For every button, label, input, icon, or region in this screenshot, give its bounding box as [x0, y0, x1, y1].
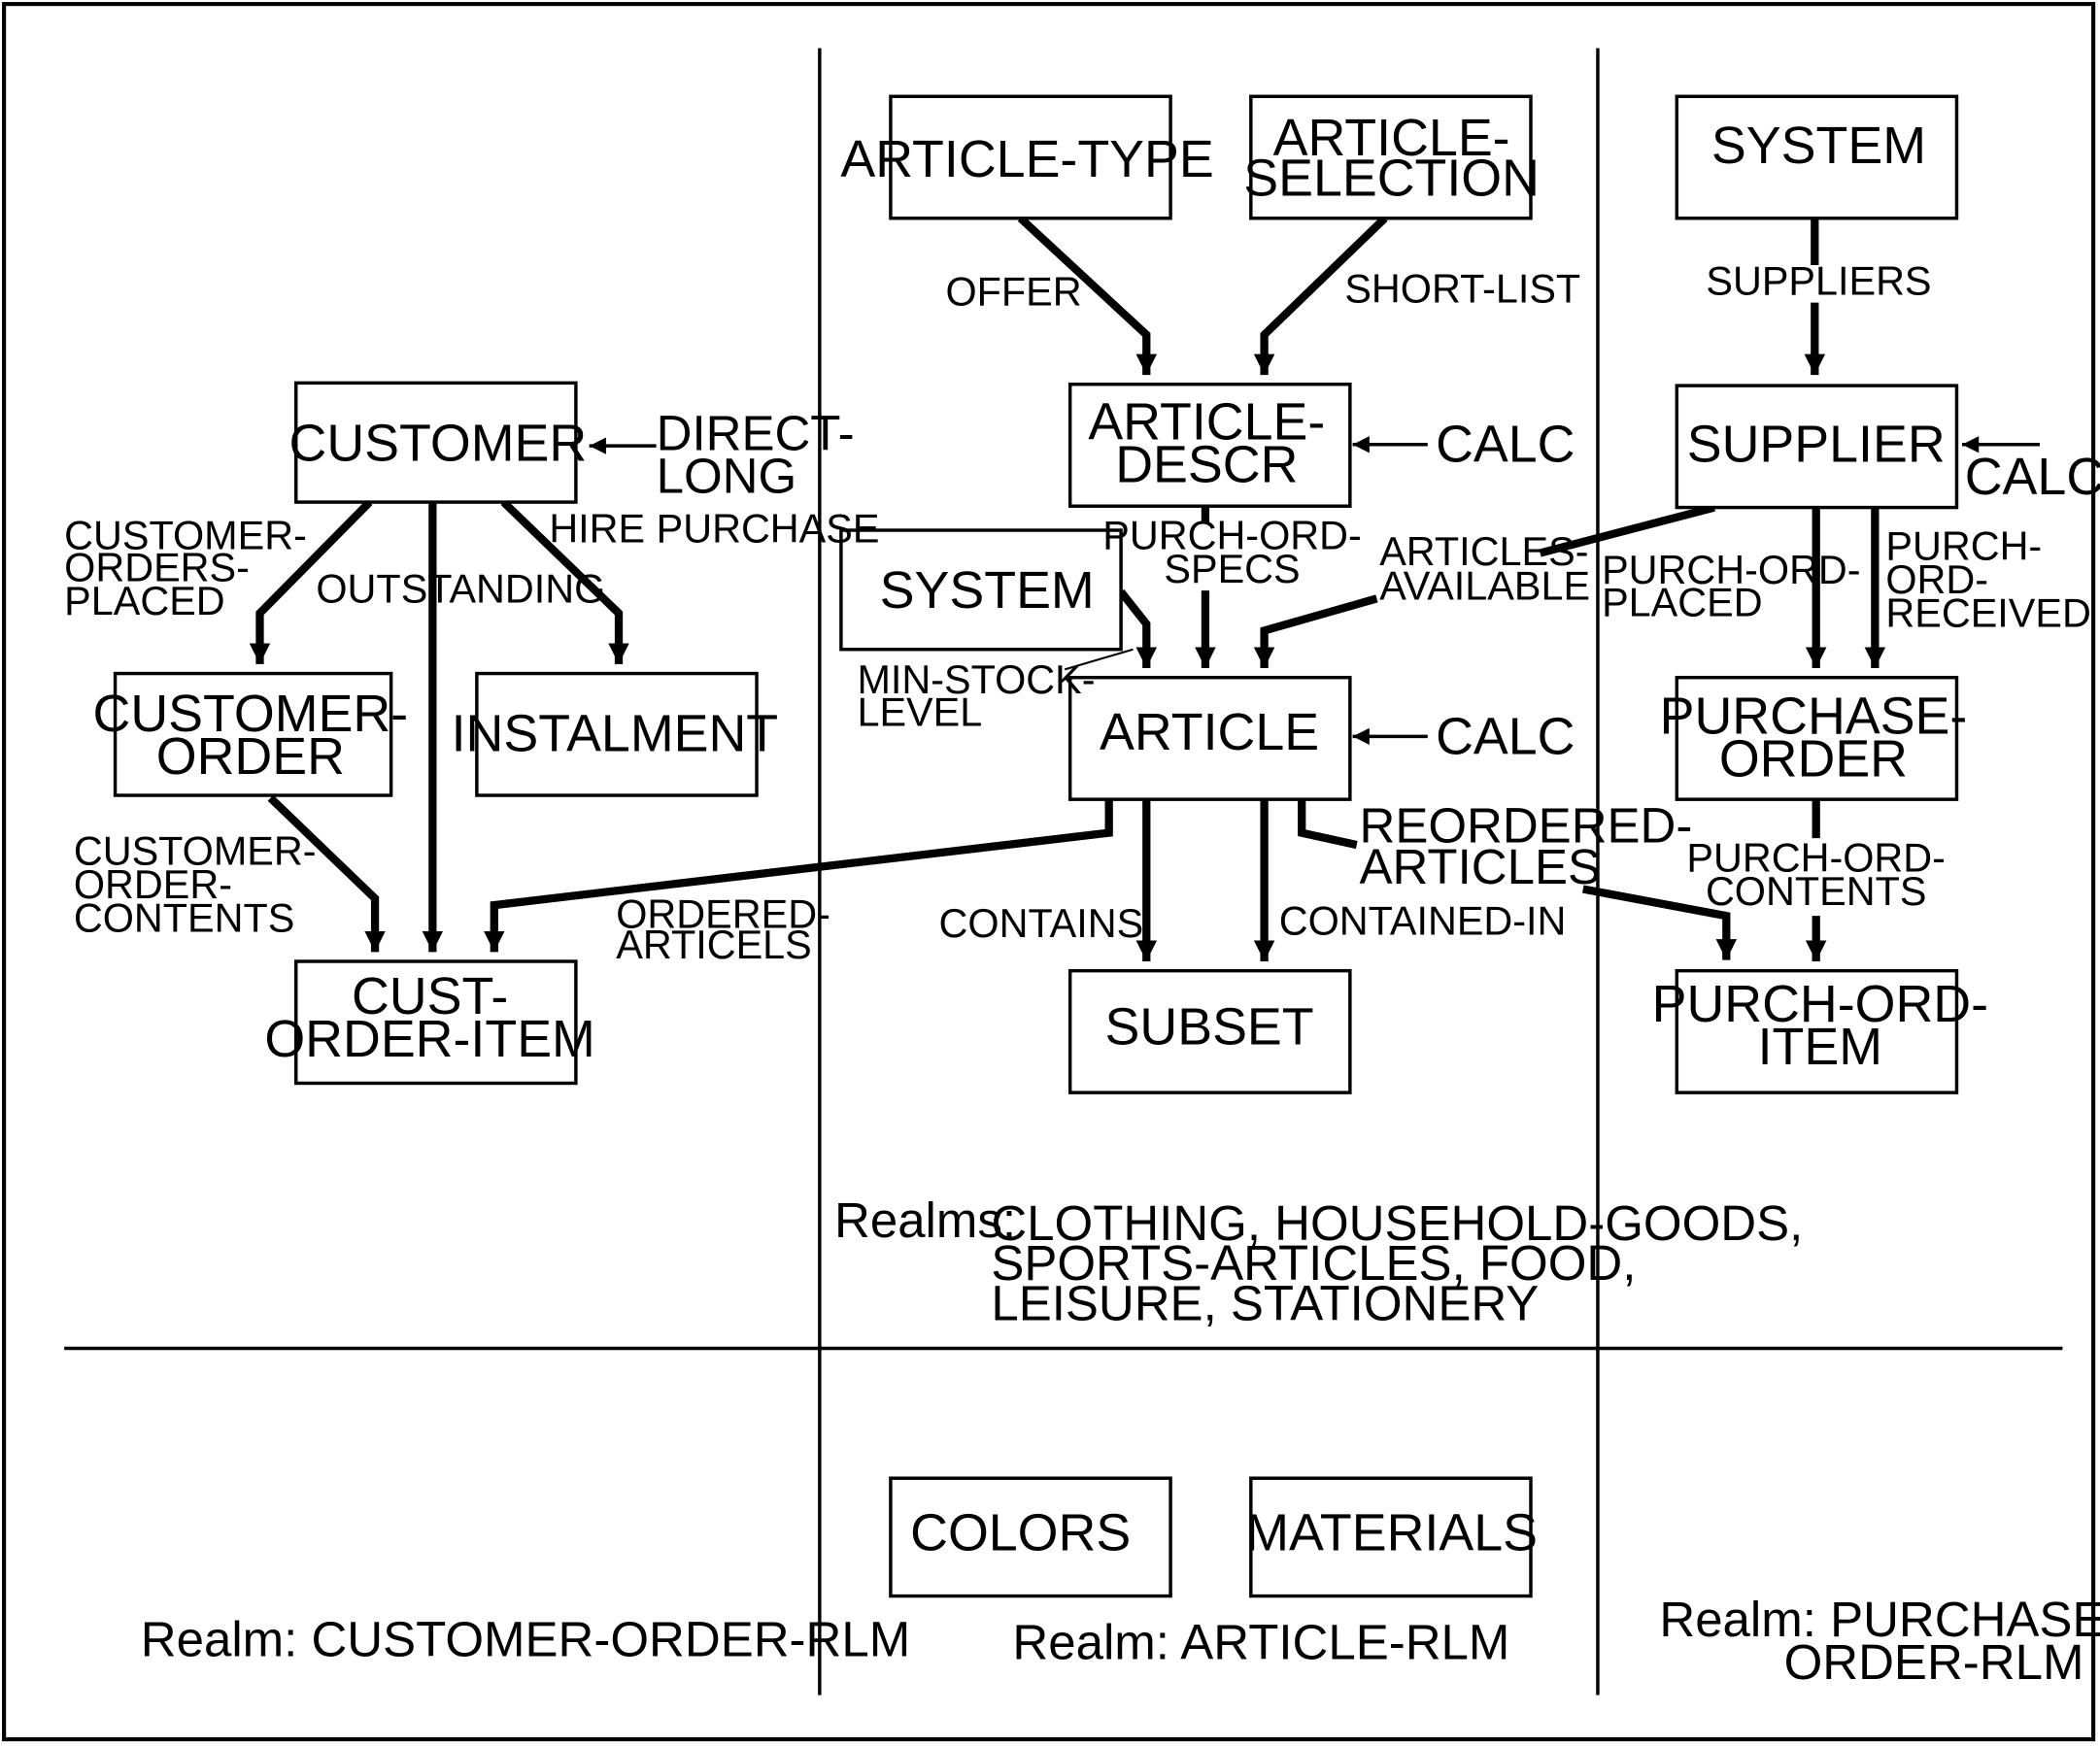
calc-article-label: CALC	[1436, 707, 1575, 765]
record-system-middle-label: SYSTEM	[880, 561, 1095, 620]
set-contains-label: CONTAINS	[939, 901, 1144, 946]
record-customer-order-label-line2: ORDER	[156, 727, 345, 786]
set-purch-ord-placed-label-line2: PLACED	[1602, 580, 1763, 624]
set-customer-orders-placed-label-line3: PLACED	[64, 579, 225, 623]
set-ordered-articels-label-line1: ORDERED-	[616, 892, 830, 937]
min-stock-level-leader	[1064, 648, 1134, 671]
record-purchase-order: PURCHASE- ORDER	[1660, 675, 1968, 801]
realm-middle-upper-list-line3: LEISURE, STATIONERY	[991, 1276, 1539, 1331]
set-purch-ord-placed-label-line1: PURCH-ORD-	[1602, 548, 1861, 592]
record-purchase-order-label-line2: ORDER	[1719, 730, 1908, 789]
record-article: ARTICLE	[1067, 675, 1352, 801]
set-reordered-articles-label-line1: REORDERED-	[1360, 797, 1693, 853]
record-purch-ord-item: PURCH-ORD- ITEM	[1652, 968, 1988, 1094]
record-purchase-order-label-line1: PURCHASE-	[1660, 688, 1968, 746]
set-short-list-label: SHORT-LIST	[1344, 267, 1580, 312]
record-article-label: ARTICLE	[1100, 703, 1319, 761]
record-supplier-label: SUPPLIER	[1687, 416, 1946, 474]
record-colors: COLORS	[889, 1476, 1172, 1598]
set-suppliers-label: SUPPLIERS	[1706, 258, 1931, 303]
record-system-right: SYSTEM	[1675, 94, 1959, 220]
set-purch-ord-received-label-line1: PURCH-	[1885, 523, 2042, 568]
realm-right-lower-label-line1: Realm: PURCHASE-	[1659, 1592, 2100, 1647]
set-customer-order-contents-label-line1: CUSTOMER-	[74, 829, 317, 874]
record-customer: CUSTOMER	[289, 381, 588, 504]
set-offer-line	[1017, 215, 1158, 376]
set-purch-ord-contents-label-line2: CONTENTS	[1706, 869, 1926, 914]
set-purch-ord-specs-label-line2: SPECS	[1164, 547, 1300, 591]
set-articles-available-line-lower	[1253, 594, 1378, 669]
set-customer-order-contents-label-line2: ORDER-	[74, 862, 232, 907]
record-article-type: ARTICLE-TYPE	[840, 94, 1214, 220]
realm-right-lower-label-line2: ORDER-RLM	[1784, 1634, 2084, 1690]
record-instalment-label: INSTALMENT	[452, 705, 779, 763]
realm-middle-upper-list-line2: SPORTS-ARTICLES, FOOD,	[991, 1235, 1636, 1291]
realm-middle-upper-label: Realms:	[834, 1192, 1016, 1248]
set-ordered-articels-label-line2: ARTICELS	[616, 923, 812, 967]
record-article-selection-label-line1: ARTICLE-	[1273, 109, 1510, 167]
realm-middle-lower-label: Realm: ARTICLE-RLM	[1012, 1614, 1509, 1669]
set-outstanding-label: OUTSTANDING	[316, 566, 605, 611]
set-articles-available-label-line1: ARTICLES-	[1379, 529, 1588, 574]
set-purch-ord-received-label-line2: ORD-	[1885, 557, 1988, 602]
set-hire-purchase-line	[500, 499, 629, 664]
set-ordered-articels-line	[484, 799, 1113, 953]
record-colors-label: COLORS	[910, 1504, 1131, 1562]
record-subset: SUBSET	[1067, 968, 1352, 1094]
realm-middle-upper-list-line1: CLOTHING, HOUSEHOLD-GOODS,	[991, 1195, 1803, 1251]
set-customer-orders-placed-line	[249, 499, 373, 664]
set-min-stock-level-label-line2: LEVEL	[857, 689, 982, 734]
record-purch-ord-item-label-line2: ITEM	[1758, 1018, 1882, 1076]
record-materials: MATERIALS	[1245, 1476, 1538, 1598]
set-short-list-line	[1253, 215, 1388, 376]
set-direct-long-label-line2: LONG	[657, 448, 797, 503]
record-article-selection-label-line2: SELECTION	[1243, 149, 1540, 207]
record-cust-order-item-label-line2: ORDER-ITEM	[264, 1010, 595, 1068]
record-article-descr: ARTICLE- DESCR	[1067, 383, 1352, 508]
set-purch-ord-received-label-line3: RECEIVED	[1885, 590, 2090, 635]
set-reordered-articles-line	[1298, 799, 1358, 850]
set-articles-available-line-upper	[1539, 503, 1715, 557]
record-subset-label: SUBSET	[1105, 997, 1314, 1056]
record-system-right-label: SYSTEM	[1711, 117, 1926, 175]
record-materials-label: MATERIALS	[1245, 1504, 1538, 1562]
record-article-selection: ARTICLE- SELECTION	[1243, 94, 1540, 220]
set-reordered-articles-label-line2: ARTICLES	[1360, 839, 1601, 894]
record-customer-order: CUSTOMER- ORDER	[93, 671, 409, 797]
set-customer-order-contents-line	[267, 794, 386, 953]
record-instalment: INSTALMENT	[452, 671, 779, 797]
set-direct-long-label-line1: DIRECT-	[657, 405, 855, 460]
realm-left-lower-label: Realm: CUSTOMER-ORDER-RLM	[141, 1612, 910, 1667]
record-article-type-label: ARTICLE-TYPE	[840, 130, 1213, 188]
set-hire-purchase-label: HIRE PURCHASE	[549, 506, 879, 551]
record-supplier: SUPPLIER	[1675, 384, 1959, 510]
record-customer-order-label-line1: CUSTOMER-	[93, 685, 409, 743]
set-contained-in-label: CONTAINED-IN	[1279, 898, 1567, 943]
record-cust-order-item: CUST- ORDER-ITEM	[264, 959, 595, 1086]
calc-supplier-label: CALC	[1965, 448, 2100, 506]
set-customer-order-contents-label-line3: CONTENTS	[74, 896, 294, 941]
set-purch-ord-contents-label-line1: PURCH-ORD-	[1686, 836, 1946, 881]
record-cust-order-item-label-line1: CUST-	[352, 967, 508, 1025]
set-customer-orders-placed-label-line2: ORDERS-	[64, 545, 250, 589]
record-article-descr-label-line1: ARTICLE-	[1088, 392, 1325, 451]
set-offer-label: OFFER	[945, 269, 1081, 314]
record-article-descr-label-line2: DESCR	[1115, 435, 1298, 493]
calc-article-descr-label: CALC	[1436, 416, 1575, 474]
set-min-stock-level-label-line1: MIN-STOCK-	[857, 657, 1095, 702]
set-articles-available-label-line2: AVAILABLE	[1379, 564, 1590, 609]
record-customer-label: CUSTOMER	[289, 414, 588, 472]
record-system-middle: SYSTEM	[839, 528, 1123, 652]
set-customer-orders-placed-label-line1: CUSTOMER-	[64, 513, 307, 557]
set-reordered-articles-arrow	[1582, 885, 1738, 960]
set-min-stock-level-line	[1117, 588, 1158, 669]
set-purch-ord-specs-label-line1: PURCH-ORD-	[1102, 513, 1362, 557]
record-purch-ord-item-label-line1: PURCH-ORD-	[1652, 975, 1988, 1033]
